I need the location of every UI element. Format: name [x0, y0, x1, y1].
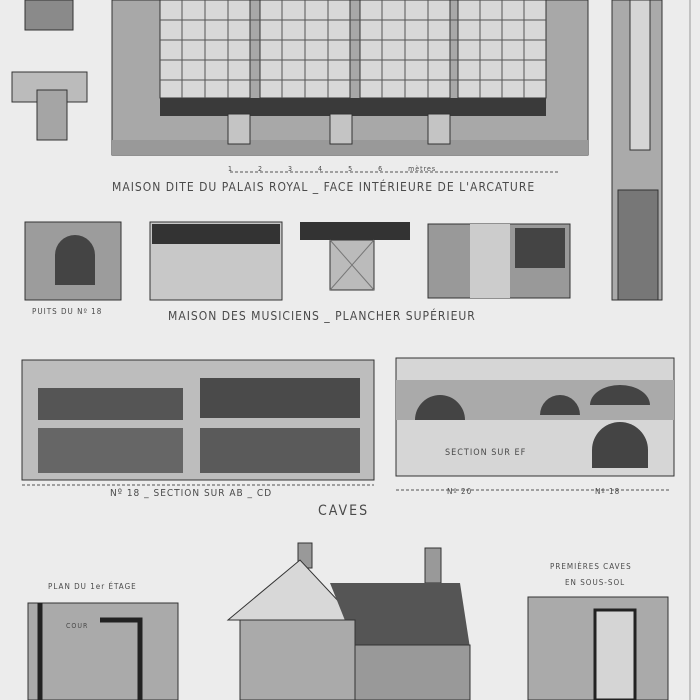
cour-label: COUR [66, 622, 89, 630]
premieres-caves-label: PREMIÈRES CAVES [550, 562, 632, 571]
house-elevation [226, 542, 471, 700]
scale-label: 1 [228, 165, 234, 173]
title-musiciens: MAISON DES MUSICIENS _ PLANCHER SUPÉRIEU… [168, 309, 476, 323]
puits-label: PUITS DU Nº 18 [32, 307, 103, 316]
plan-premieres-caves [527, 596, 669, 700]
section-ab-cd-label: Nº 18 _ SECTION SUR AB _ CD [110, 488, 273, 499]
puits-drawing [24, 221, 122, 301]
arcature-elevation [111, 0, 589, 173]
right-vertical-section [611, 0, 663, 301]
section-ab-cd-drawing [21, 359, 375, 486]
top-left-fragment [24, 0, 74, 31]
no18-label: Nº 18 [595, 487, 621, 496]
plan-etage-label: PLAN DU 1er ÉTAGE [48, 582, 137, 591]
title-arcature: MAISON DITE DU PALAIS ROYAL _ FACE INTÉR… [112, 180, 536, 194]
plan-premier-etage [27, 602, 179, 700]
no20-label: Nº 20 [447, 487, 473, 496]
section-ef-drawing [395, 357, 675, 491]
caves-title: CAVES [318, 503, 370, 519]
scale-label: 4 [318, 165, 324, 173]
scale-label: 3 [288, 165, 294, 173]
plancher-drawings [149, 221, 571, 301]
scale-label: 5 [348, 165, 354, 173]
scale-bar-labels: 1 2 3 4 5 6 mètres [228, 165, 436, 173]
scale-label: 6 mètres [378, 165, 437, 173]
en-sous-sol-label: EN SOUS-SOL [565, 578, 626, 587]
section-ef-label: SECTION SUR EF [445, 448, 527, 458]
scale-label: 2 [258, 165, 264, 173]
